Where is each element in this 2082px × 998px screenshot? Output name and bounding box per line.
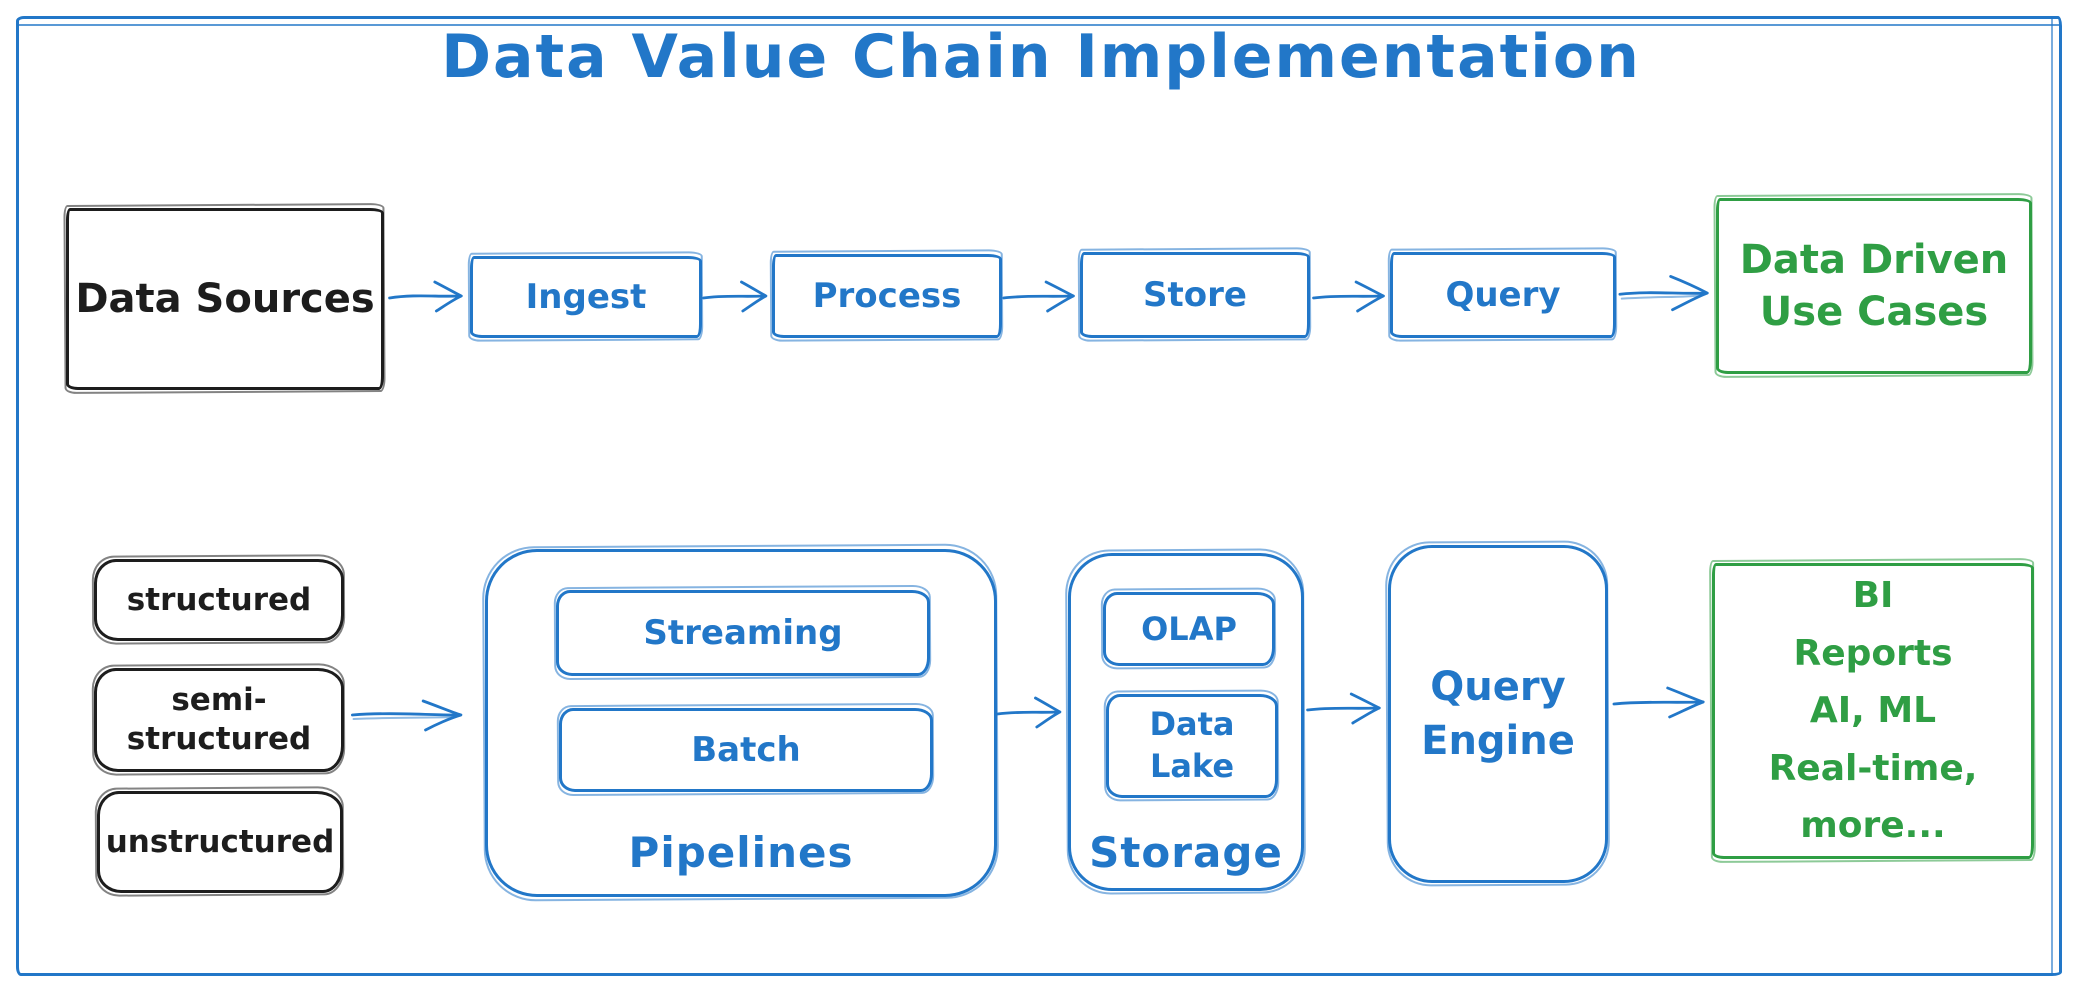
diagram-title: Data Value Chain Implementation <box>441 22 1641 92</box>
streaming-label: Streaming <box>643 613 843 653</box>
arrow-pipelines-to-storage <box>996 694 1064 730</box>
arrow-sources-to-ingest <box>388 278 466 314</box>
data-sources-label: Data Sources <box>75 276 375 322</box>
semi-structured-line-2: structured <box>126 721 312 757</box>
query-engine-box: Query Engine <box>1388 545 1608 883</box>
semi-structured-line-1: semi- <box>171 682 267 719</box>
unstructured-box: unstructured <box>97 791 343 893</box>
storage-label: Storage <box>1089 828 1283 877</box>
outcome-line-realtime: Real-time, <box>1768 747 1978 789</box>
arrow-query-to-use-cases <box>1618 272 1712 312</box>
pipelines-label: Pipelines <box>628 828 854 877</box>
semi-structured-box: semi- structured <box>94 668 344 772</box>
streaming-box: Streaming <box>556 590 930 676</box>
olap-box: OLAP <box>1103 592 1275 666</box>
use-cases-box: Data Driven Use Cases <box>1716 198 2032 374</box>
outcome-line-bi: BI <box>1852 575 1894 617</box>
ingest-box: Ingest <box>470 256 702 338</box>
process-box: Process <box>772 254 1002 338</box>
outcome-line-reports: Reports <box>1793 632 1953 674</box>
arrow-process-to-store <box>1002 278 1078 314</box>
query-engine-line-1: Query <box>1430 664 1566 710</box>
outcome-line-ai-ml: AI, ML <box>1809 690 1937 732</box>
arrow-ingest-to-process <box>702 278 770 314</box>
unstructured-label: unstructured <box>105 824 335 860</box>
arrow-store-to-query <box>1312 278 1388 314</box>
query-label: Query <box>1445 275 1561 315</box>
data-lake-line-2: Lake <box>1149 747 1235 785</box>
arrow-sources-to-pipelines <box>350 697 468 733</box>
batch-label: Batch <box>691 730 801 770</box>
use-cases-line-2: Use Cases <box>1759 289 1989 335</box>
outcome-line-more: more... <box>1800 805 1946 847</box>
use-cases-line-1: Data Driven <box>1739 237 2009 283</box>
arrow-storage-to-query-engine <box>1306 690 1384 726</box>
arrow-query-engine-to-outcomes <box>1612 684 1708 720</box>
bi-outcomes-box: BI Reports AI, ML Real-time, more... <box>1712 563 2034 859</box>
storage-container <box>1068 553 1304 891</box>
query-engine-line-2: Engine <box>1421 718 1575 764</box>
process-label: Process <box>812 276 962 316</box>
outer-frame <box>16 16 2062 976</box>
data-sources-box: Data Sources <box>66 208 384 390</box>
pipelines-container <box>485 549 997 897</box>
data-lake-box: Data Lake <box>1106 694 1278 798</box>
store-label: Store <box>1143 275 1247 315</box>
structured-box: structured <box>94 559 344 641</box>
structured-label: structured <box>126 582 312 618</box>
data-lake-line-1: Data <box>1149 705 1235 744</box>
ingest-label: Ingest <box>525 277 647 317</box>
store-box: Store <box>1080 252 1310 338</box>
olap-label: OLAP <box>1141 610 1237 648</box>
query-box: Query <box>1390 252 1616 338</box>
batch-box: Batch <box>559 708 933 792</box>
